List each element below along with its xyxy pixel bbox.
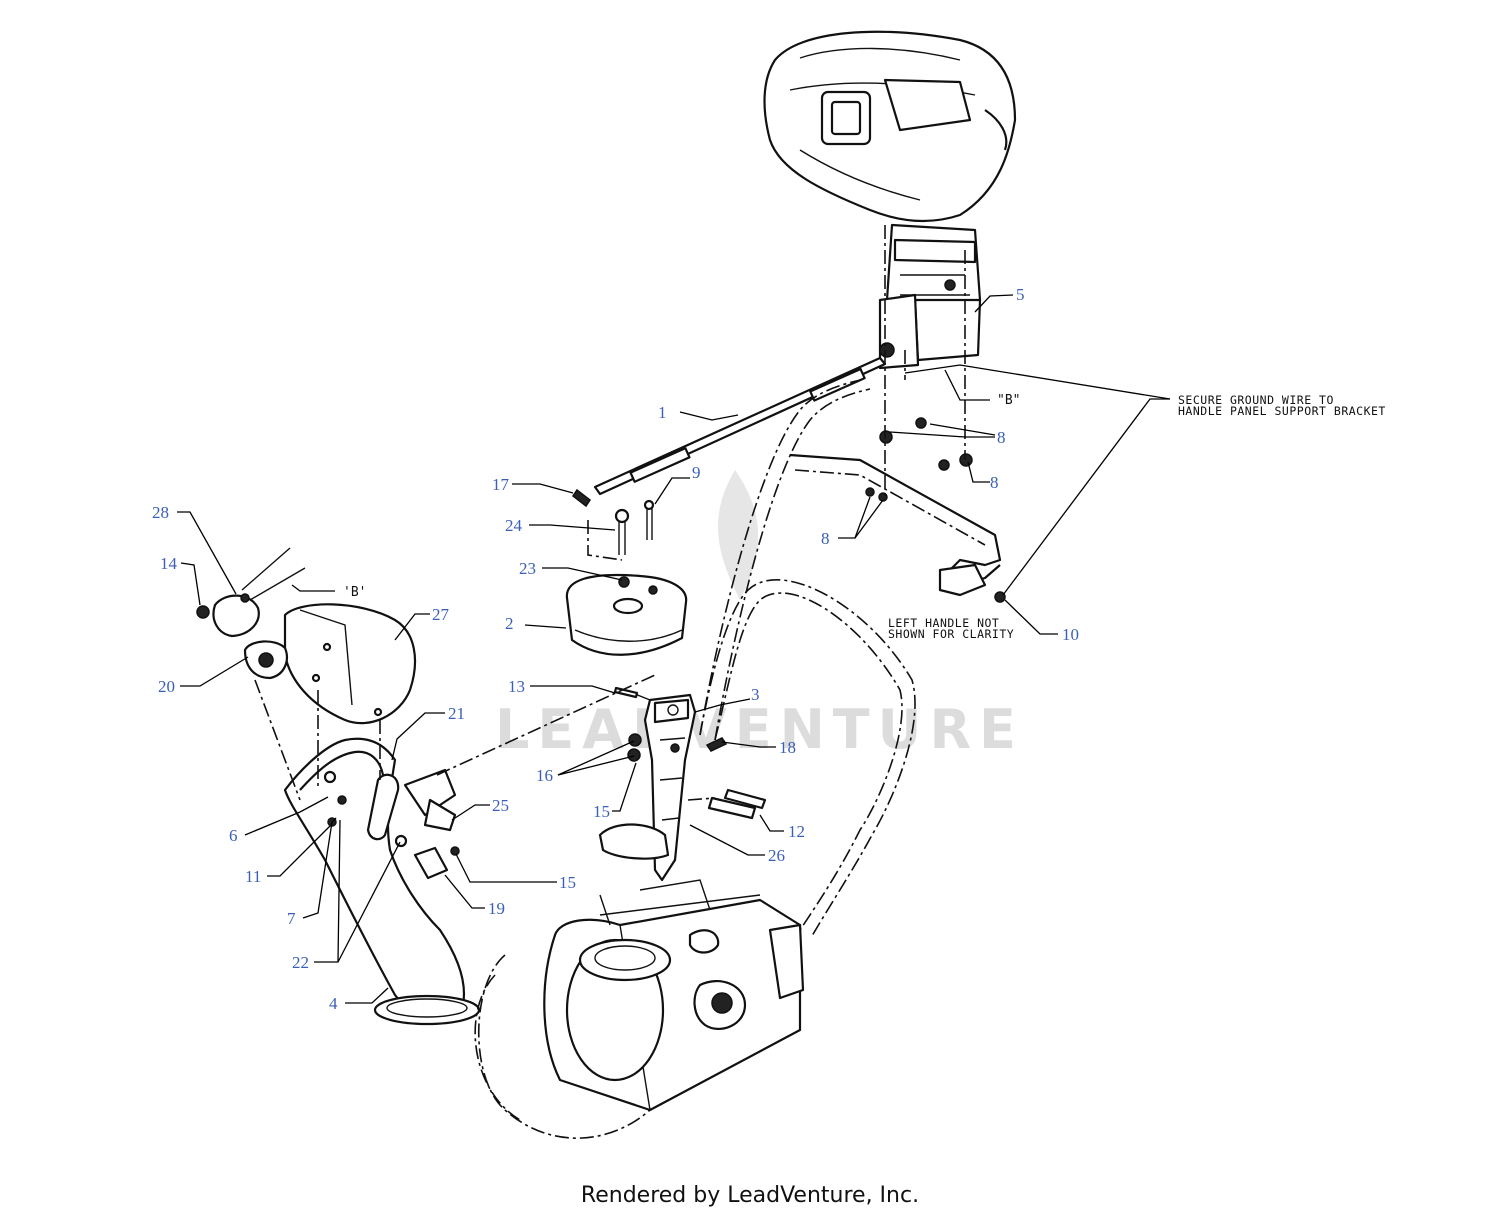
ground-wire-note-line1: SECURE GROUND WIRE TO xyxy=(1178,393,1334,407)
callout-13: 13 xyxy=(508,677,525,696)
auger-housing xyxy=(474,879,805,1139)
callout-27: 27 xyxy=(432,605,450,624)
callout-18: 18 xyxy=(779,738,796,757)
callouts: 1 2 3 4 5 6 7 8 8 8 9 10 11 12 13 14 15 … xyxy=(152,285,1079,1013)
callout-23: 23 xyxy=(519,559,536,578)
callout-15b: 15 xyxy=(559,873,576,892)
callout-7: 7 xyxy=(287,909,296,928)
upper-chute-deflector xyxy=(283,603,417,725)
chute-rotator-cover xyxy=(565,573,688,656)
footer-credit: Rendered by LeadVenture, Inc. xyxy=(580,1183,920,1208)
callout-16: 16 xyxy=(536,766,553,785)
panel-support-bracket xyxy=(878,223,982,370)
callout-11: 11 xyxy=(245,867,261,886)
cable-bracket xyxy=(196,547,306,638)
watermark-flame-icon xyxy=(718,470,759,600)
callout-10: 10 xyxy=(1062,625,1079,644)
callout-14: 14 xyxy=(160,554,178,573)
fasteners-8 xyxy=(865,417,1006,603)
callout-1: 1 xyxy=(658,403,667,422)
ground-wire-note-line2: HANDLE PANEL SUPPORT BRACKET xyxy=(1178,404,1386,418)
notes: SECURE GROUND WIRE TO HANDLE PANEL SUPPO… xyxy=(343,393,1386,641)
callout-6: 6 xyxy=(229,826,238,845)
callout-24: 24 xyxy=(505,516,523,535)
callout-8b: 8 xyxy=(990,473,999,492)
callout-21: 21 xyxy=(448,704,465,723)
ref-b-right: "B" xyxy=(997,393,1020,408)
callout-17: 17 xyxy=(492,475,510,494)
callout-12: 12 xyxy=(788,822,805,841)
callout-8c: 8 xyxy=(821,529,830,548)
rotator-bolts xyxy=(571,488,655,561)
watermark-text: LEADVENTURE xyxy=(495,698,1024,761)
chute-tilt-pivot xyxy=(243,640,288,680)
callout-4: 4 xyxy=(329,994,338,1013)
handle-panel xyxy=(763,30,1017,223)
callout-5: 5 xyxy=(1016,285,1025,304)
callout-8a: 8 xyxy=(997,428,1006,447)
callout-19: 19 xyxy=(488,899,505,918)
alignment-lines xyxy=(254,225,966,801)
callout-15a: 15 xyxy=(593,802,610,821)
left-handle-note-line2: SHOWN FOR CLARITY xyxy=(888,627,1014,641)
ref-b-left: 'B' xyxy=(343,585,366,600)
callout-2: 2 xyxy=(505,614,514,633)
callout-9: 9 xyxy=(692,463,701,482)
upper-handle-bracket xyxy=(789,453,1002,597)
left-handle-note-line1: LEFT HANDLE NOT xyxy=(888,616,999,630)
handle-phantom xyxy=(699,379,916,937)
callout-26: 26 xyxy=(768,846,785,865)
callout-3: 3 xyxy=(751,685,760,704)
callout-28: 28 xyxy=(152,503,169,522)
crank-column xyxy=(598,689,697,882)
callout-25: 25 xyxy=(492,796,509,815)
callout-20: 20 xyxy=(158,677,175,696)
leader-lines xyxy=(177,294,1171,1004)
callout-22: 22 xyxy=(292,953,309,972)
